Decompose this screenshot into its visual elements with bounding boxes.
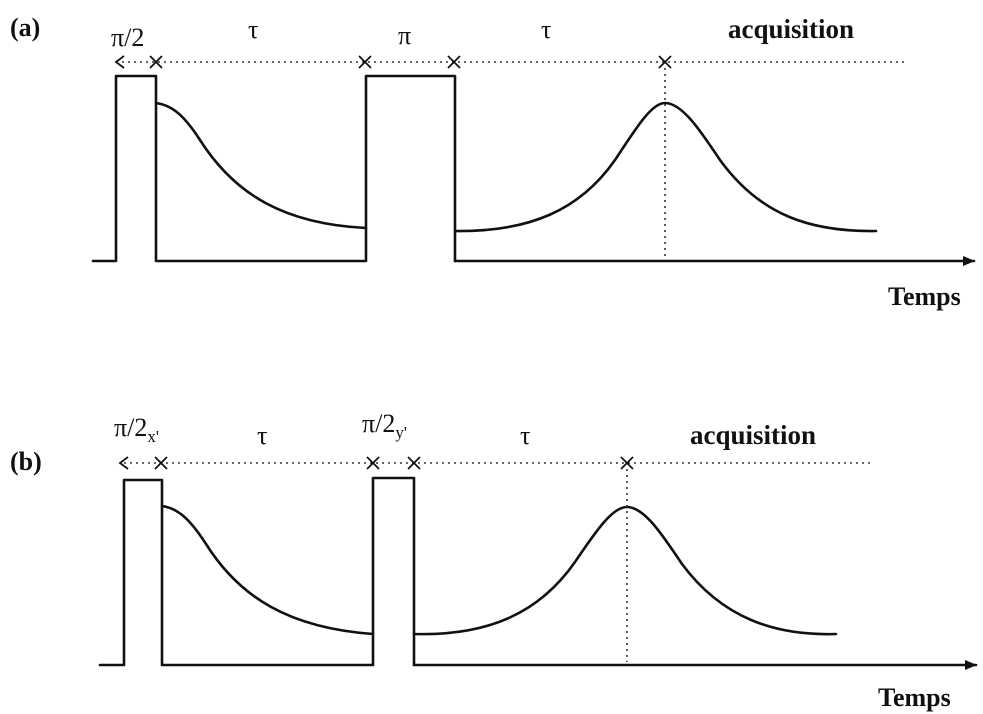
panel-b-pulse2-sub: y' <box>395 423 407 442</box>
panel-b-pulse2-label: π/2y' <box>362 409 407 442</box>
panel-a-delay2-label: τ <box>541 15 551 44</box>
panel-a: (a) π/2 τ π τ acquisition Temps <box>10 13 976 311</box>
panel-a-fid-decay <box>154 101 368 230</box>
panel-a-timing-left-arrow <box>114 55 125 69</box>
panel-a-axis-label: Temps <box>888 282 961 311</box>
panel-b-delay1-label: τ <box>257 421 267 450</box>
panel-b-pulse1-sub: x' <box>147 427 159 446</box>
panel-b-pulse-train <box>98 476 416 667</box>
panel-b-axis-label: Temps <box>878 683 951 712</box>
panel-a-delay1-label: τ <box>248 15 258 44</box>
panel-a-timing-marker-1 <box>149 55 163 69</box>
panel-a-pulse1-label: π/2 <box>111 23 144 52</box>
panel-b: (b) π/2x' τ π/2y' τ acquisition Temps <box>10 409 978 712</box>
panel-a-timing-marker-4 <box>658 55 672 69</box>
panel-b-timing-marker-1 <box>154 456 168 470</box>
panel-b-fid-decay <box>160 504 375 636</box>
panel-a-timing-marker-3 <box>447 55 461 69</box>
panel-b-pulse1-main: π/2 <box>114 413 147 442</box>
panel-b-timing-marker-2 <box>366 456 380 470</box>
panel-b-pulse1-label: π/2x' <box>114 413 159 446</box>
panel-a-pulse2-label: π <box>398 21 411 50</box>
panel-a-pulse-train <box>91 74 457 263</box>
panel-a-label: (a) <box>10 13 40 42</box>
panel-b-delay2-label: τ <box>520 421 530 450</box>
panel-a-timing-marker-2 <box>358 55 372 69</box>
panel-a-acquisition-label: acquisition <box>728 14 854 44</box>
panel-b-label: (b) <box>10 447 42 476</box>
panel-b-pulse2-main: π/2 <box>362 409 395 438</box>
panel-b-acquisition-label: acquisition <box>690 420 816 450</box>
panel-b-echo-signal <box>412 505 838 636</box>
panel-a-echo-signal <box>453 101 878 233</box>
panel-b-timing-marker-3 <box>407 456 421 470</box>
panel-b-timing-left-arrow <box>118 456 129 470</box>
panel-b-timing-marker-4 <box>620 456 634 470</box>
